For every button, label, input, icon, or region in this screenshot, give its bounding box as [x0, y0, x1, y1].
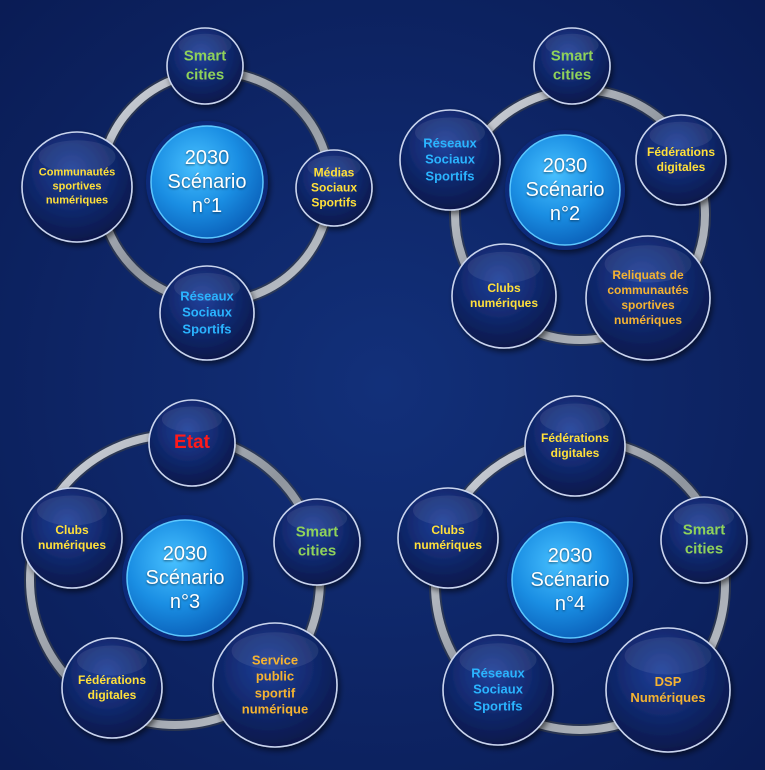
center-label-line3: n°4 — [554, 593, 586, 615]
node-circle — [635, 114, 727, 206]
node-circle — [660, 496, 748, 584]
node-highlight — [77, 645, 147, 676]
center-circle — [126, 519, 244, 637]
center-label-line2: Scénario — [145, 567, 225, 589]
node-highlight — [286, 505, 348, 532]
node-circle — [442, 634, 554, 746]
center-label-line1: 2030 — [184, 147, 230, 169]
center-label-line1: 2030 — [542, 155, 588, 177]
node-circle — [273, 498, 361, 586]
node-highlight — [545, 33, 599, 57]
node-highlight — [174, 273, 240, 302]
center-label-line3: n°1 — [191, 195, 223, 217]
center-circle — [509, 134, 621, 246]
node-highlight — [624, 637, 712, 675]
node-highlight — [231, 632, 319, 670]
center-label-line2: Scénario — [525, 179, 605, 201]
node-highlight — [161, 406, 223, 433]
node-circle — [524, 395, 626, 497]
node-highlight — [178, 33, 232, 57]
node-circle — [295, 149, 373, 227]
scenario-1 — [21, 27, 373, 361]
node-highlight — [604, 245, 692, 283]
node-highlight — [37, 495, 107, 526]
node-circle — [21, 487, 123, 589]
node-circle — [212, 622, 338, 748]
node-circle — [21, 131, 133, 243]
node-circle — [533, 27, 611, 105]
node-highlight — [467, 251, 541, 283]
node-highlight — [459, 643, 537, 677]
node-circle — [166, 27, 244, 105]
center-label-line2: Scénario — [167, 171, 247, 193]
node-highlight — [38, 140, 116, 174]
node-highlight — [307, 155, 361, 179]
scenario-4 — [397, 395, 748, 753]
scenario-2 — [399, 27, 727, 361]
center-label-line3: n°2 — [549, 203, 581, 225]
node-circle — [451, 243, 557, 349]
center-circle — [511, 521, 629, 639]
node-circle — [159, 265, 255, 361]
scenario-3 — [21, 399, 361, 748]
node-circle — [605, 627, 731, 753]
node-circle — [397, 487, 499, 589]
node-circle — [148, 399, 236, 487]
center-circle — [150, 125, 264, 239]
center-label-line1: 2030 — [162, 543, 208, 565]
node-highlight — [649, 121, 713, 149]
node-circle — [399, 109, 501, 211]
node-highlight — [415, 117, 485, 148]
center-label-line3: n°3 — [169, 591, 201, 613]
node-highlight — [540, 403, 610, 434]
center-label-line1: 2030 — [547, 545, 593, 567]
node-circle — [585, 235, 711, 361]
node-circle — [61, 637, 163, 739]
node-highlight — [413, 495, 483, 526]
center-label-line2: Scénario — [530, 569, 610, 591]
node-highlight — [673, 503, 735, 530]
